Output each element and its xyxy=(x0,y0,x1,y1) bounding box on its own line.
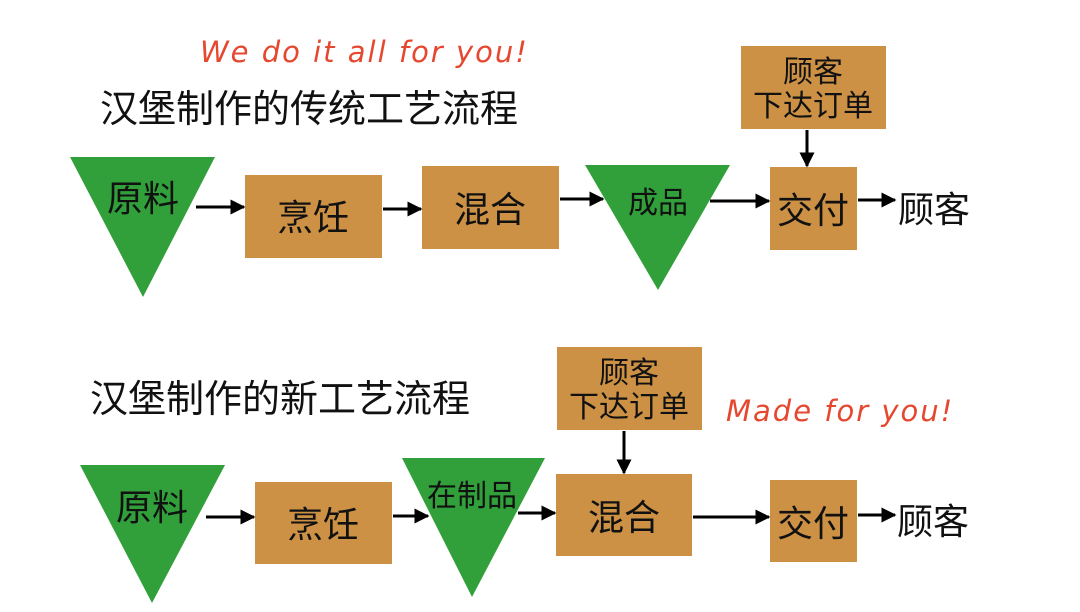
traditional-raw-node: 原料 xyxy=(70,157,215,297)
new-deliver-node: 交付 xyxy=(770,480,857,562)
new-customer-label: 顾客 xyxy=(897,502,969,543)
traditional-mix-label: 混合 xyxy=(454,190,526,231)
new-wip-label: 在制品 xyxy=(427,479,517,514)
new-raw-node: 原料 xyxy=(80,465,225,603)
new-order-line1: 顾客 xyxy=(599,356,659,391)
traditional-deliver-node: 交付 xyxy=(770,167,857,250)
traditional-order-line1: 顾客 xyxy=(783,55,843,90)
new-wip-node: 在制品 xyxy=(402,458,545,597)
traditional-product-label: 成品 xyxy=(628,186,688,221)
traditional-product-node: 成品 xyxy=(585,165,730,290)
traditional-order-line2: 下达订单 xyxy=(753,89,873,124)
traditional-raw-label: 原料 xyxy=(107,179,179,220)
new-title: 汉堡制作的新工艺流程 xyxy=(90,377,470,421)
traditional-mix-node: 混合 xyxy=(422,166,559,249)
traditional-deliver-label: 交付 xyxy=(777,191,849,232)
new-deliver-label: 交付 xyxy=(777,504,849,545)
traditional-title: 汉堡制作的传统工艺流程 xyxy=(100,87,518,131)
new-cook-node: 烹饪 xyxy=(255,482,392,564)
new-tagline: Made for you! xyxy=(726,394,954,428)
new-mix-node: 混合 xyxy=(556,474,692,556)
traditional-customer-label: 顾客 xyxy=(898,190,970,231)
new-cook-label: 烹饪 xyxy=(287,505,359,546)
traditional-order-node: 顾客 下达订单 xyxy=(741,46,886,129)
new-order-node: 顾客 下达订单 xyxy=(557,347,702,430)
new-order-line2: 下达订单 xyxy=(569,390,689,425)
new-raw-label: 原料 xyxy=(116,488,188,529)
traditional-cook-node: 烹饪 xyxy=(245,175,382,258)
traditional-tagline: We do it all for you! xyxy=(200,35,529,69)
new-mix-label: 混合 xyxy=(588,498,660,539)
traditional-cook-label: 烹饪 xyxy=(277,198,349,239)
